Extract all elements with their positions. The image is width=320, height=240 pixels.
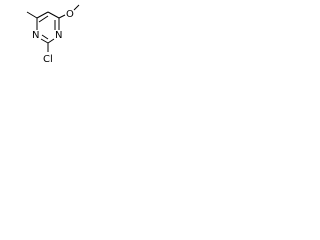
atom-labels: N N O Cl xyxy=(32,9,74,65)
bond-ring-top-left-to-top xyxy=(36,11,49,19)
bond-ring-to-methyl xyxy=(26,11,38,19)
atom-label-chlorine: Cl xyxy=(43,54,53,65)
bond-ring-top-inner-double xyxy=(38,15,49,23)
chemical-structure-diagram: N N O Cl xyxy=(26,4,80,65)
bond-ring-top-to-top-right xyxy=(47,11,60,19)
atom-label-ring-nitrogen-top: N xyxy=(55,30,62,41)
bond-ring-to-oxygen xyxy=(58,14,66,19)
atom-label-ring-nitrogen-bottom: N xyxy=(32,30,39,41)
atom-label-methoxy-oxygen: O xyxy=(66,9,74,20)
bond-oxygen-to-methyl xyxy=(73,4,80,11)
bonds xyxy=(26,4,80,52)
bond-c2-to-nitrogen xyxy=(40,38,49,44)
bond-c2-inner-double xyxy=(41,34,49,40)
bond-nitrogen-to-c2 xyxy=(47,38,55,44)
